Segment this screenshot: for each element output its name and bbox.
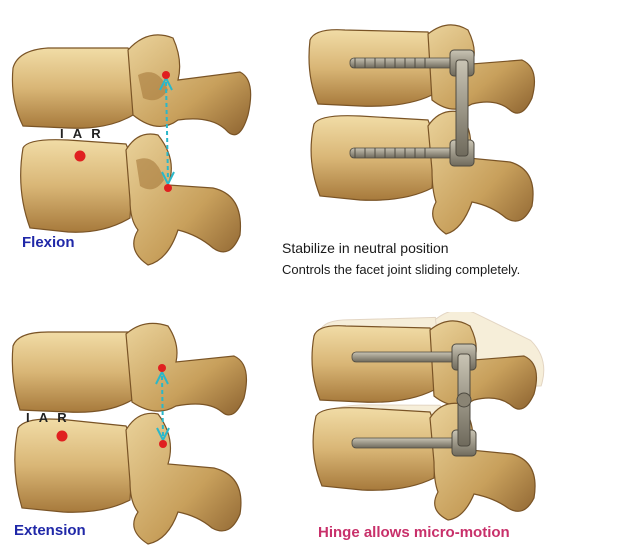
iar-marker <box>57 431 68 442</box>
hinge-implant-illustration <box>300 312 555 522</box>
hinge-caption: Hinge allows micro-motion <box>318 524 510 541</box>
upper-vertebra <box>309 25 534 113</box>
lower-vertebra <box>311 111 533 234</box>
upper-vertebra <box>12 35 250 135</box>
flexion-label: Flexion <box>22 234 75 251</box>
facet-marker-bottom <box>164 184 172 192</box>
iar-label-top: I A R <box>60 126 104 141</box>
caption-line-2: Controls the facet joint sliding complet… <box>282 262 520 277</box>
extension-label: Extension <box>14 522 86 539</box>
facet-marker-top <box>158 364 166 372</box>
iar-label-bottom: I A R <box>26 410 70 425</box>
iar-marker <box>75 151 86 162</box>
lower-vertebra <box>313 403 535 520</box>
facet-marker-bottom <box>159 440 167 448</box>
hinge-joint <box>457 393 471 407</box>
connecting-rod <box>456 60 468 156</box>
neutral-implant-illustration <box>300 20 545 238</box>
caption-line-1: Stabilize in neutral position <box>282 240 449 256</box>
upper-vertebra <box>12 323 246 415</box>
extension-illustration <box>8 318 258 546</box>
facet-marker-top <box>162 71 170 79</box>
